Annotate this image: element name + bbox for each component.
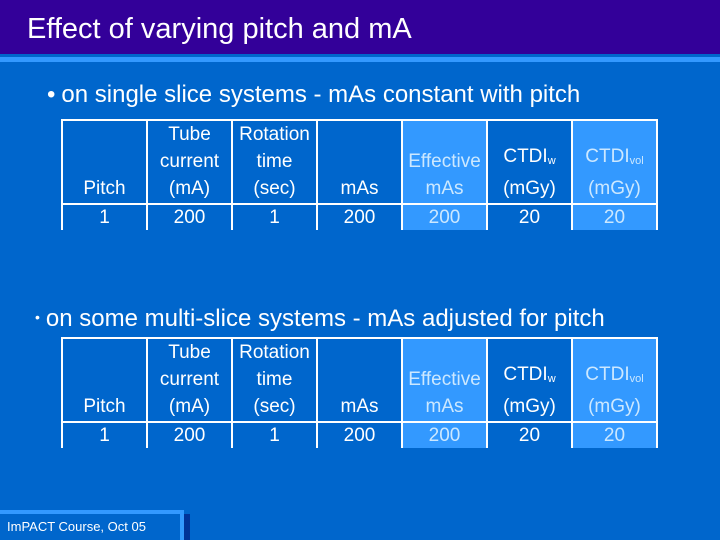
header-ctdi-vol: CTDIvol (mGy) xyxy=(571,119,658,204)
cell-tube-current: 200 xyxy=(146,203,232,230)
table-header-row: Pitch Tube current (mA) Rotation time (s… xyxy=(61,119,658,204)
header-tube-current: Tube current (mA) xyxy=(146,337,232,422)
table-row: 1 200 1 200 200 20 20 xyxy=(61,203,658,230)
header-ctdi-w: CTDIw (mGy) xyxy=(486,337,572,422)
bullet-dot-icon: • xyxy=(35,309,40,325)
cell-mas: 200 xyxy=(316,203,402,230)
cell-pitch: 1 xyxy=(61,203,147,230)
footer-text: ImPACT Course, Oct 05 xyxy=(7,519,146,534)
table-row: 1 200 1 200 200 20 20 xyxy=(61,421,658,448)
cell-ctdi-vol: 20 xyxy=(571,421,658,448)
bullet-text: on some multi-slice systems - mAs adjust… xyxy=(45,305,605,332)
cell-pitch: 1 xyxy=(61,421,147,448)
cell-rotation-time: 1 xyxy=(231,203,317,230)
header-mas: mAs xyxy=(316,119,402,204)
cell-effective-mas: 200 xyxy=(401,421,487,448)
header-rotation-time: Rotation time (sec) xyxy=(231,337,317,422)
cell-tube-current: 200 xyxy=(146,421,232,448)
bullet-single-slice: •on single slice systems - mAs constant … xyxy=(47,80,580,110)
cell-ctdi-vol: 20 xyxy=(571,203,658,230)
slide-title: Effect of varying pitch and mA xyxy=(27,13,412,45)
header-effective-mas: Effective mAs xyxy=(401,119,487,204)
title-bar xyxy=(0,0,720,54)
header-rotation-time: Rotation time (sec) xyxy=(231,119,317,204)
title-underline xyxy=(0,57,720,62)
bullet-dot-icon: • xyxy=(47,81,56,108)
footer-box xyxy=(0,514,180,540)
header-effective-mas: Effective mAs xyxy=(401,337,487,422)
header-pitch: Pitch xyxy=(61,337,147,422)
bullet-text: on single slice systems - mAs constant w… xyxy=(61,81,581,108)
header-mas: mAs xyxy=(316,337,402,422)
cell-mas: 200 xyxy=(316,421,402,448)
cell-effective-mas: 200 xyxy=(401,203,487,230)
table-header-row: Pitch Tube current (mA) Rotation time (s… xyxy=(61,337,658,422)
cell-rotation-time: 1 xyxy=(231,421,317,448)
cell-ctdi-w: 20 xyxy=(486,421,572,448)
header-pitch: Pitch xyxy=(61,119,147,204)
cell-ctdi-w: 20 xyxy=(486,203,572,230)
header-ctdi-vol: CTDIvol (mGy) xyxy=(571,337,658,422)
single-slice-table: Pitch Tube current (mA) Rotation time (s… xyxy=(61,119,658,230)
header-tube-current: Tube current (mA) xyxy=(146,119,232,204)
multi-slice-table: Pitch Tube current (mA) Rotation time (s… xyxy=(61,337,658,448)
header-ctdi-w: CTDIw (mGy) xyxy=(486,119,572,204)
bullet-multi-slice: • on some multi-slice systems - mAs adjus… xyxy=(35,302,605,334)
